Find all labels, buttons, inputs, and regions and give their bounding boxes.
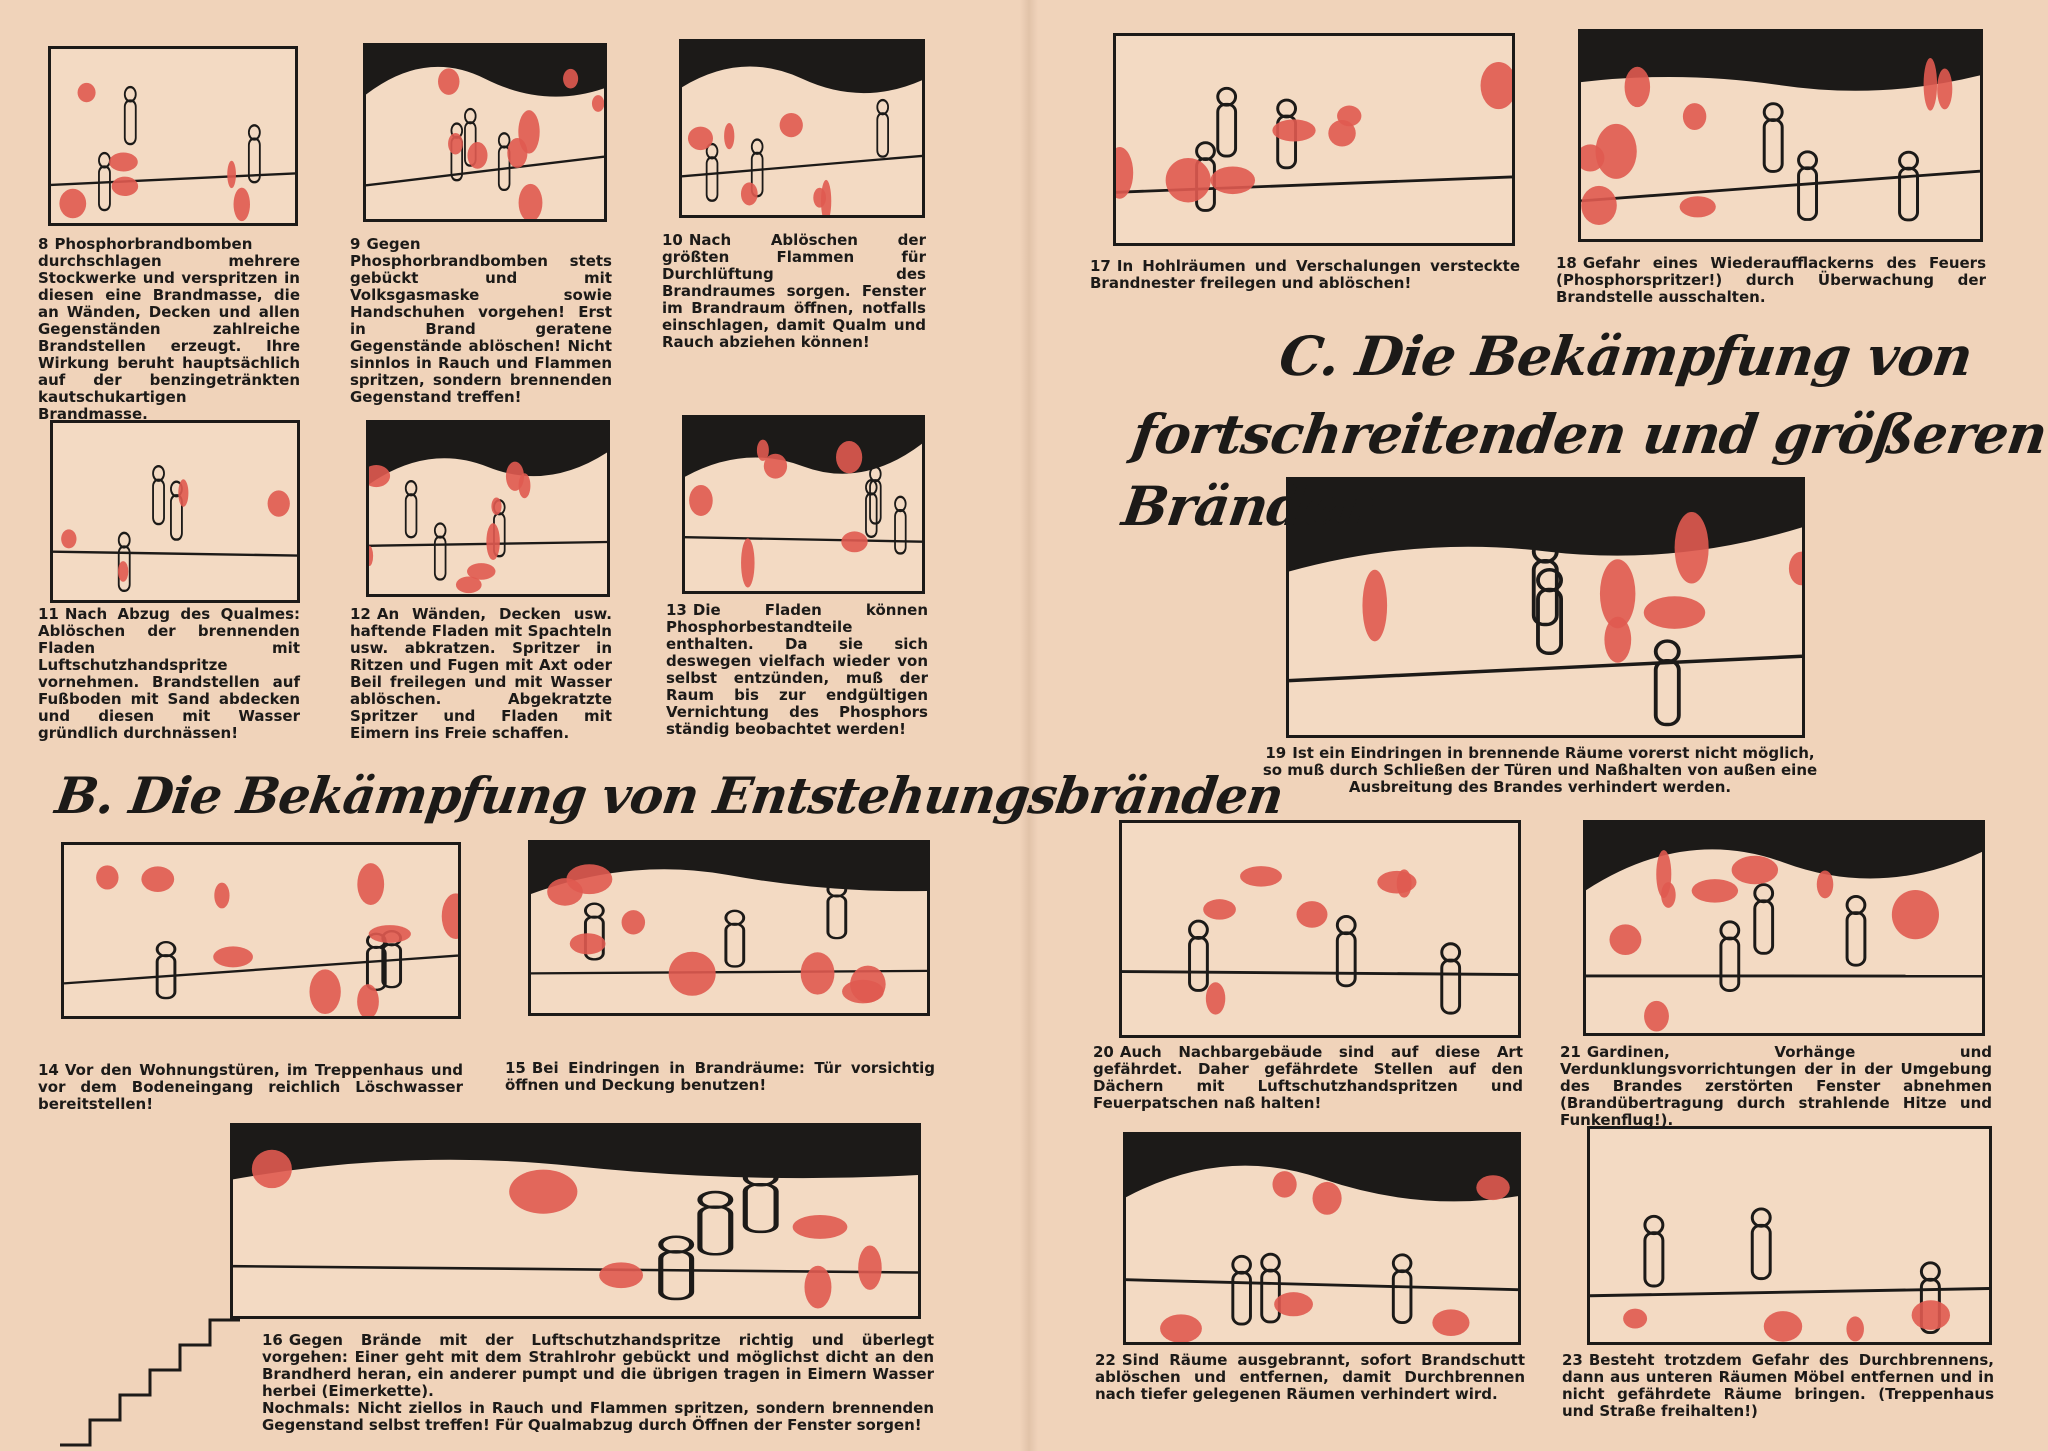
caption-number: 18 — [1556, 254, 1577, 272]
caption-number: 21 — [1560, 1043, 1581, 1061]
illustration-20 — [1119, 820, 1521, 1038]
illustration-drawing — [1126, 1135, 1518, 1342]
caption-text: Ist ein Eindringen in brennende Räume vo… — [1262, 744, 1818, 796]
illustration-drawing — [685, 418, 922, 588]
illustration-drawing — [51, 82, 295, 222]
illustration-23 — [1587, 1126, 1992, 1345]
illustration-21 — [1583, 820, 1985, 1036]
illustration-drawing — [233, 1126, 918, 1309]
caption-number: 17 — [1090, 257, 1111, 275]
page-fold — [1020, 0, 1038, 1451]
caption-text: Gegen Phosphorbrandbomben stets gebückt … — [350, 235, 612, 406]
caption-number: 16 — [262, 1331, 283, 1349]
illustration-drawing — [1122, 866, 1518, 1015]
caption-text: Gegen Brände mit der Luftschutzhandsprit… — [262, 1331, 934, 1400]
section-heading-c-line1: C. Die Bekämpfung von — [1275, 324, 1976, 388]
caption-text: Nach Ablöschen der größten Flammen für D… — [662, 231, 926, 351]
illustration-drawing — [53, 464, 297, 593]
caption-text-note: Nochmals: Nicht ziellos in Rauch und Fla… — [262, 1399, 934, 1434]
caption-number: 14 — [38, 1061, 59, 1079]
illustration-11 — [50, 420, 300, 603]
illustration-19 — [1286, 477, 1805, 738]
caption-text: Bei Eindringen in Brandräume: Tür vorsic… — [505, 1059, 935, 1094]
caption-text: Gefahr eines Wiederaufflackerns des Feue… — [1556, 254, 1986, 306]
illustration-15 — [528, 840, 930, 1016]
stairs-illustration-16 — [60, 1318, 240, 1447]
illustration-18 — [1578, 29, 1983, 242]
caption-number: 22 — [1095, 1351, 1116, 1369]
illustration-12 — [366, 420, 610, 597]
caption-number: 10 — [662, 231, 683, 249]
caption-text: An Wänden, Decken usw. haftende Fladen m… — [350, 605, 612, 742]
illustration-drawing — [1289, 480, 1802, 727]
section-heading-b: B. Die Bekämpfung von Entstehungsbränden — [51, 766, 1287, 825]
caption-number: 12 — [350, 605, 371, 623]
illustration-drawing — [682, 42, 922, 215]
caption-text: Vor den Wohnungstüren, im Treppenhaus un… — [38, 1061, 463, 1113]
illustration-drawing — [369, 423, 607, 594]
caption-number: 19 — [1265, 744, 1287, 762]
illustration-9 — [363, 43, 607, 222]
illustration-13 — [682, 415, 925, 594]
illustration-14 — [61, 842, 461, 1019]
caption-text: Gardinen, Vorhänge und Verdunklungsvorri… — [1560, 1043, 1992, 1129]
caption-number: 11 — [38, 605, 59, 623]
caption-text: Auch Nachbargebäude sind auf diese Art g… — [1093, 1043, 1523, 1112]
illustration-8 — [48, 46, 298, 226]
illustration-drawing — [531, 843, 927, 1004]
caption-number: 13 — [666, 601, 687, 619]
caption-number: 23 — [1562, 1351, 1583, 1369]
illustration-drawing — [366, 46, 604, 219]
illustration-drawing — [1586, 823, 1982, 1032]
illustration-22 — [1123, 1132, 1521, 1345]
caption-number: 8 — [38, 235, 49, 253]
caption-text: Nach Abzug des Qualmes: Ablöschen der br… — [38, 605, 300, 742]
illustration-drawing — [1581, 32, 1980, 225]
caption-number: 15 — [505, 1059, 526, 1077]
caption-text: Sind Räume ausgebrannt, sofort Brandschu… — [1095, 1351, 1525, 1403]
caption-number: 20 — [1093, 1043, 1114, 1061]
caption-number: 9 — [350, 235, 361, 253]
caption-text: Phosphorbrandbomben durchschlagen mehrer… — [38, 235, 300, 423]
illustration-10 — [679, 39, 925, 218]
caption-text: Besteht trotzdem Gefahr des Durchbrennen… — [1562, 1351, 1994, 1420]
caption-text: In Hohlräumen und Verschalungen versteck… — [1090, 257, 1520, 292]
illustration-drawing — [64, 863, 458, 1016]
caption-text: Die Fladen können Phosphorbestandteile e… — [666, 601, 928, 738]
illustration-16 — [230, 1123, 921, 1319]
illustration-17 — [1113, 33, 1515, 246]
section-heading-c-line2: fortschreitenden und größeren Bränden — [1118, 402, 2048, 538]
illustration-drawing — [1116, 61, 1512, 212]
illustration-drawing — [1590, 1207, 1989, 1342]
